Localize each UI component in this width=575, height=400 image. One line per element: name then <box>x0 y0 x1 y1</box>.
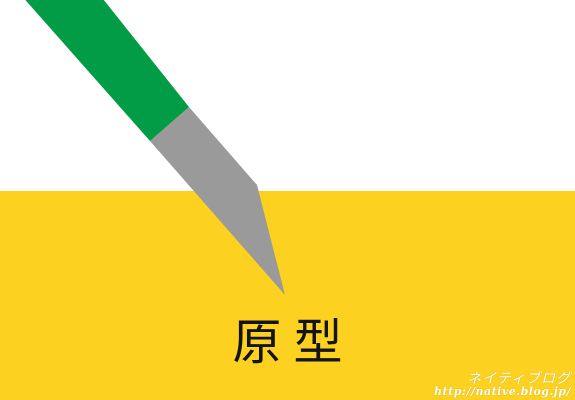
caption-title: 原型 <box>232 314 355 371</box>
watermark: ネイティブログ http://native.blog.jp/ <box>434 372 571 398</box>
yellow-background-panel <box>0 191 575 400</box>
knife-handle-icon <box>25 0 189 141</box>
watermark-brand: ネイティブログ <box>467 370 571 387</box>
knife-blade-icon <box>150 107 285 295</box>
watermark-url: http://native.blog.jp/ <box>434 385 571 399</box>
